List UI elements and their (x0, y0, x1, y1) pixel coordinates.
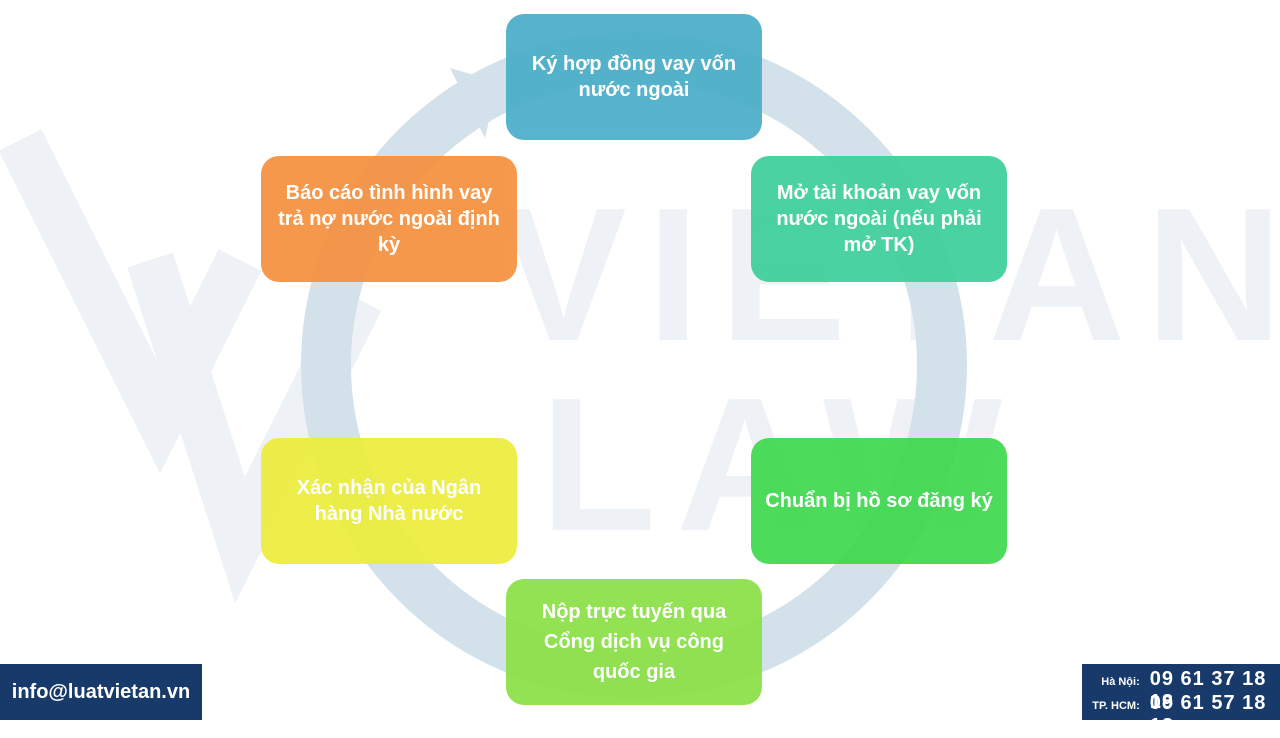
hanoi-phone[interactable]: 09 61 37 18 18 (1149, 668, 1267, 713)
step-sign-contract-label: Ký hợp đồng vay vốn nước ngoài (531, 53, 737, 101)
hanoi-label: Hà Nội: (1101, 676, 1140, 688)
step-state-bank-confirmation: Xác nhận của Ngân hàng Nhà nước (261, 438, 517, 564)
step-sign-contract: Ký hợp đồng vay vốn nước ngoài (506, 14, 762, 140)
step-prepare-dossier-label: Chuẩn bị hồ sơ đăng ký (765, 490, 993, 512)
email-text[interactable]: info@luatvietan.vn (11, 680, 191, 703)
cycle-arrow-head (450, 68, 498, 138)
step-periodic-report: Báo cáo tình hình vay trả nợ nước ngoài … (261, 156, 517, 282)
step-open-account: Mở tài khoản vay vốn nước ngoài (nếu phả… (751, 156, 1007, 282)
step-open-account-label: Mở tài khoản vay vốn nước ngoài (nếu phả… (776, 182, 982, 256)
email-contact[interactable]: info@luatvietan.vn (0, 664, 202, 720)
step-submit-online-label: Nộp trực tuyến qua Cổng dịch vụ công quố… (541, 601, 727, 683)
phone-contact: Hà Nội: 09 61 37 18 18 TP. HCM: 09 61 57… (1082, 664, 1280, 737)
step-prepare-dossier: Chuẩn bị hồ sơ đăng ký (751, 438, 1007, 564)
step-state-bank-confirmation-label: Xác nhận của Ngân hàng Nhà nước (296, 477, 482, 525)
hcm-phone[interactable]: 09 61 57 18 18 (1149, 692, 1267, 737)
step-periodic-report-label: Báo cáo tình hình vay trả nợ nước ngoài … (278, 182, 500, 256)
phone-row-hanoi: Hà Nội: 09 61 37 18 18 (1090, 668, 1272, 713)
step-submit-online: Nộp trực tuyến qua Cổng dịch vụ công quố… (506, 579, 762, 705)
hcm-label: TP. HCM: (1092, 700, 1140, 712)
phone-row-hcm: TP. HCM: 09 61 57 18 18 (1090, 692, 1272, 737)
